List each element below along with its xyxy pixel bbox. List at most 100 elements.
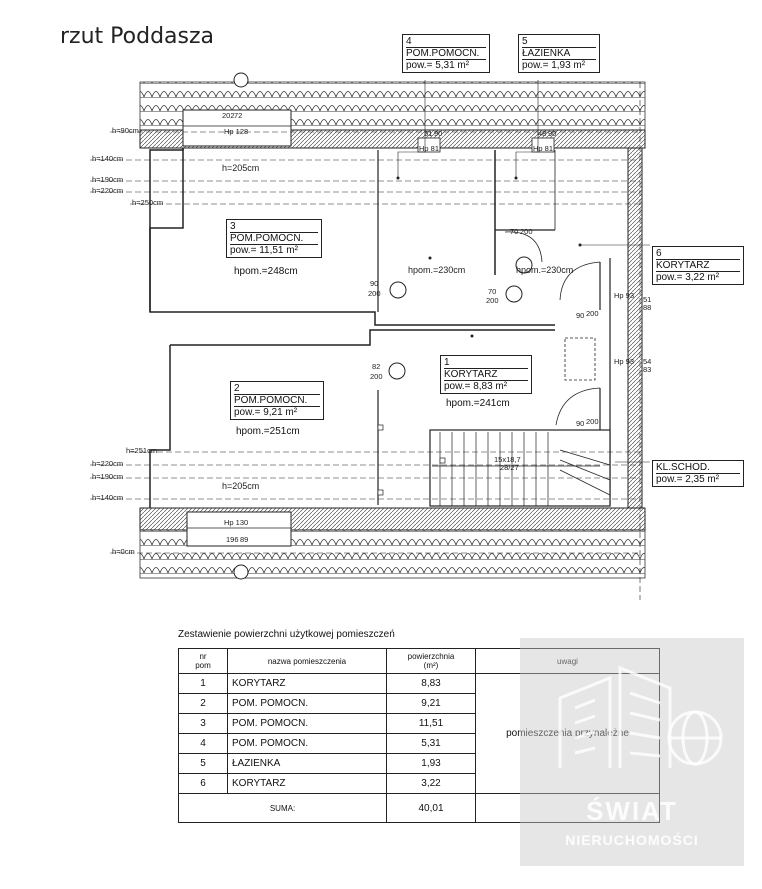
cell-nr: 3 [178,713,228,734]
level-label: h=90cm [112,126,139,135]
summary-title: Zestawienie powierzchni użytkowej pomies… [178,629,395,640]
dim-label: 90 [576,419,585,428]
room-number: 6 [656,248,740,260]
hp-label: Hp 130 [224,518,249,527]
table-row: 1 KORYTARZ 8,83 pomieszczenia przynależn… [178,673,660,794]
cell-area: 5,31 [386,733,476,754]
height-label: h=205cm [222,481,260,491]
cell-name: ŁAZIENKA [227,753,387,774]
cell-name: POM. POMOCN. [227,713,387,734]
hp-label: Hp 81 [533,144,554,153]
cell-name: POM. POMOCN. [227,733,387,754]
room-label-6: 6 KORYTARZ pow.= 3,22 m² [652,246,744,285]
room-name: KORYTARZ [444,369,528,381]
room-name: POM.POMOCN. [234,395,320,407]
room-name: POM.POMOCN. [406,48,486,60]
wall-right [627,147,643,509]
dim-label: 51 [643,295,652,304]
room-number: 2 [234,383,320,395]
stairs-label: 15x18,7 [494,455,521,464]
floor-plan [90,72,650,600]
level-label: h=251cm [126,446,158,455]
dim-label: 202 [222,111,235,120]
total-notes-empty [475,793,660,823]
header-nr: nr pom [178,648,228,674]
level-label: h=190cm [92,472,124,481]
dim-label: 90 [576,311,585,320]
room-name: KORYTARZ [656,260,740,272]
height-label: hpom.=230cm [516,265,574,275]
dim-label: 83 [643,365,652,374]
cell-area: 3,22 [386,773,476,794]
cell-nr: 1 [178,673,228,694]
dim-label: 200 [370,372,383,381]
cell-area: 8,83 [386,673,476,694]
header-name: nazwa pomieszczenia [227,648,387,674]
room-area: pow.= 2,35 m² [656,474,720,485]
dim-label: 196 [226,535,239,544]
total-label: SUMA: [178,793,387,823]
dim-label: 70 [510,227,519,236]
dim-label: 48 [538,129,547,138]
room-area: pow.= 5,31 m² [406,60,470,71]
cell-nr: 6 [178,773,228,794]
watermark-logo-icon [558,665,723,768]
height-label: hpom.=230cm [408,265,466,275]
area-summary-table: nr pom nazwa pomieszczenia powierzchnia … [178,648,660,823]
dim-label: 72 [234,111,243,120]
level-label: h=220cm [92,186,124,195]
room-height-2: hpom.=251cm [236,426,300,437]
watermark-text: NIERUCHOMOŚCI [565,832,699,848]
room-label-5: 5 ŁAZIENKA pow.= 1,93 m² [518,34,600,73]
room-label-2: 2 POM.POMOCN. pow.= 9,21 m² [230,381,324,420]
dim-label: 200 [368,289,381,298]
room-label-stairs: KL.SCHOD. pow.= 2,35 m² [652,460,744,487]
room-number: 5 [522,36,596,48]
dim-label: 89 [240,535,249,544]
cell-area: 1,93 [386,753,476,774]
plan-title: rzut Poddasza [60,24,214,49]
level-label: h=220cm [92,459,124,468]
dim-label: 90 [434,129,443,138]
table-row: 3 POM. POMOCN. 11,51 [178,713,660,734]
room-area: pow.= 11,51 m² [230,245,298,256]
watermark: ŚWIAT NIERUCHOMOŚCI [520,638,744,866]
dim-label: 88 [643,303,652,312]
dim-label: 54 [643,357,652,366]
dim-label: 82 [372,362,381,371]
height-label: h=205cm [222,163,260,173]
room-number: 4 [406,36,486,48]
room-number: 3 [230,221,318,233]
cell-nr: 5 [178,753,228,774]
dim-label: 90 [370,279,379,288]
room-name: KL.SCHOD. [656,462,740,474]
staircase [429,429,611,507]
level-label: h=140cm [92,493,124,502]
room-name: POM.POMOCN. [230,233,318,245]
cell-name: KORYTARZ [227,773,387,794]
header-area: powierzchnia (m²) [386,648,476,674]
dim-label: 200 [520,227,533,236]
dim-label: 70 [488,287,497,296]
room-area: pow.= 1,93 m² [522,60,586,71]
room-area: pow.= 3,22 m² [656,272,720,283]
cell-nr: 2 [178,693,228,714]
table-total-row: SUMA: 40,01 [178,793,660,823]
room-number: 1 [444,357,528,369]
level-label: h=250cm [132,198,164,207]
watermark-text: ŚWIAT [586,796,678,826]
dim-label: 200 [586,309,599,318]
cell-nr: 4 [178,733,228,754]
room-label-4: 4 POM.POMOCN. pow.= 5,31 m² [402,34,490,73]
room-area: pow.= 9,21 m² [234,407,298,418]
cell-notes: pomieszczenia przynależne [475,673,660,794]
room-label-1: 1 KORYTARZ pow.= 8,83 m² [440,355,532,394]
hp-label: Hp 93 [614,357,635,366]
dim-label: 200 [586,417,599,426]
room-height-1: hpom.=241cm [446,398,510,409]
cell-name: POM. POMOCN. [227,693,387,714]
room-label-3: 3 POM.POMOCN. pow.= 11,51 m² [226,219,322,258]
level-label: h=140cm [92,154,124,163]
level-label: h=0cm [112,547,135,556]
hp-label: Hp 128 [224,127,249,136]
